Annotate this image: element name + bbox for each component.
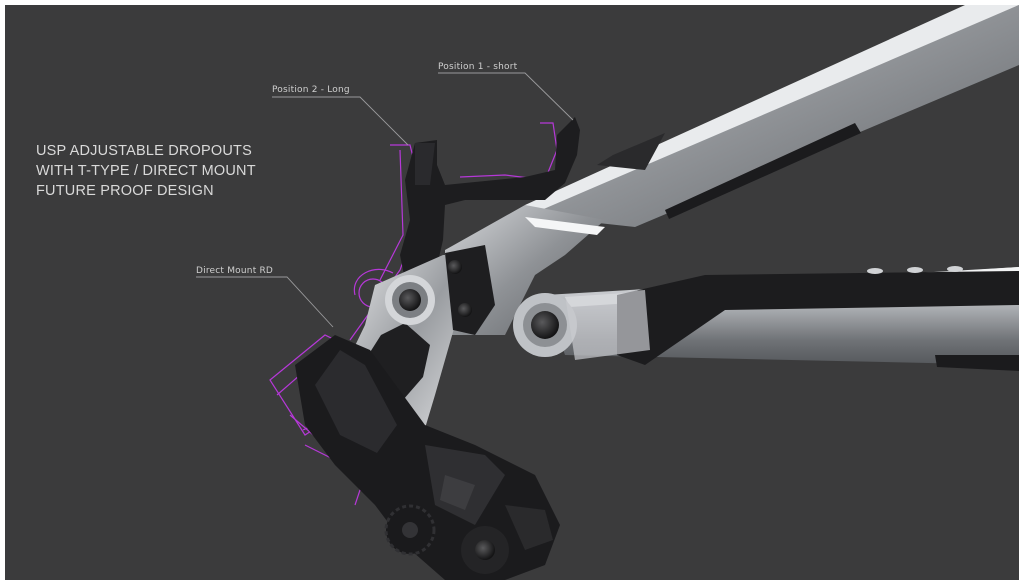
render-canvas: USP ADJUSTABLE DROPOUTS WITH T-TYPE / DI… [5,5,1019,580]
headline-line-2: WITH T-TYPE / DIRECT MOUNT [36,163,256,179]
callout-position-2: Position 2 - Long [272,85,350,95]
bike-frame-illustration [196,5,1019,580]
headline-line-3: FUTURE PROOF DESIGN [36,183,214,199]
dropout-hanger [400,117,580,280]
callout-direct-mount-rd: Direct Mount RD [196,266,274,276]
callout-leaders [196,72,574,328]
seat-stay [525,5,1019,227]
feature-headline: USP ADJUSTABLE DROPOUTS WITH T-TYPE / DI… [36,141,256,201]
chain-stay [545,266,1019,371]
rear-derailleur [295,335,560,580]
headline-line-1: USP ADJUSTABLE DROPOUTS [36,143,252,159]
callout-position-1: Position 1 - short [438,62,518,72]
